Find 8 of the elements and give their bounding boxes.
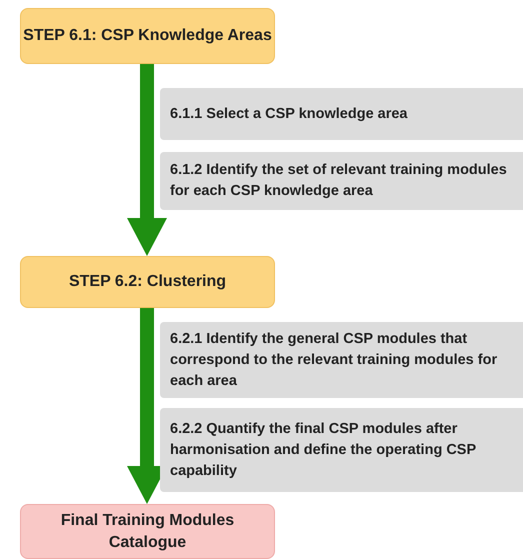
- task-box: 6.2.1 Identify the general CSP modules that correspond to the relevant training modules for each area: [160, 322, 523, 398]
- arrow: [127, 64, 167, 256]
- final-box: Final Training Modules Catalogue: [20, 504, 275, 559]
- step-box: STEP 6.1: CSP Knowledge Areas: [20, 8, 275, 64]
- task-box: 6.1.2 Identify the set of relevant training modules for each CSP knowledge area: [160, 152, 523, 210]
- step-box: STEP 6.2: Clustering: [20, 256, 275, 308]
- task-box: 6.2.2 Quantify the final CSP modules after harmonisation and define the operating CSP capability: [160, 408, 523, 492]
- task-box: 6.1.1 Select a CSP knowledge area: [160, 88, 523, 140]
